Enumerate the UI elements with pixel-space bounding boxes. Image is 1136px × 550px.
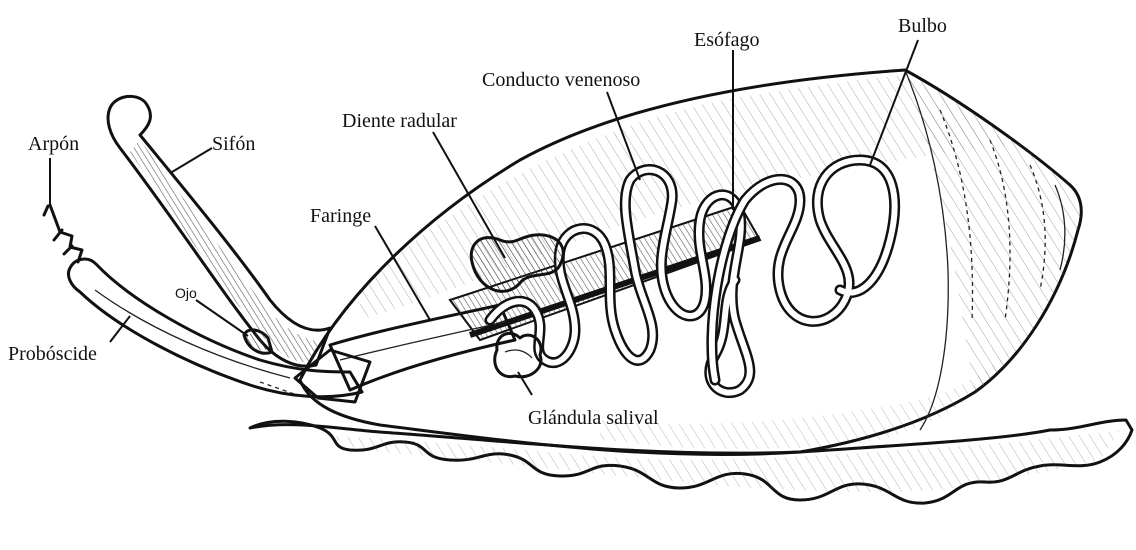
label-faringe: Faringe [310,205,371,227]
label-sifon: Sifón [212,133,255,155]
label-ojo: Ojo [175,285,197,301]
label-arpon: Arpón [28,133,79,155]
label-proboscide: Probóscide [8,343,97,365]
label-diente-radular: Diente radular [342,110,457,132]
harpoon [44,205,82,262]
leader-sifon [172,148,212,172]
label-glandula-salival: Glándula salival [528,407,659,429]
label-bulbo: Bulbo [898,15,947,37]
label-conducto-venenoso: Conducto venenoso [482,69,640,91]
label-esofago: Esófago [694,29,760,51]
